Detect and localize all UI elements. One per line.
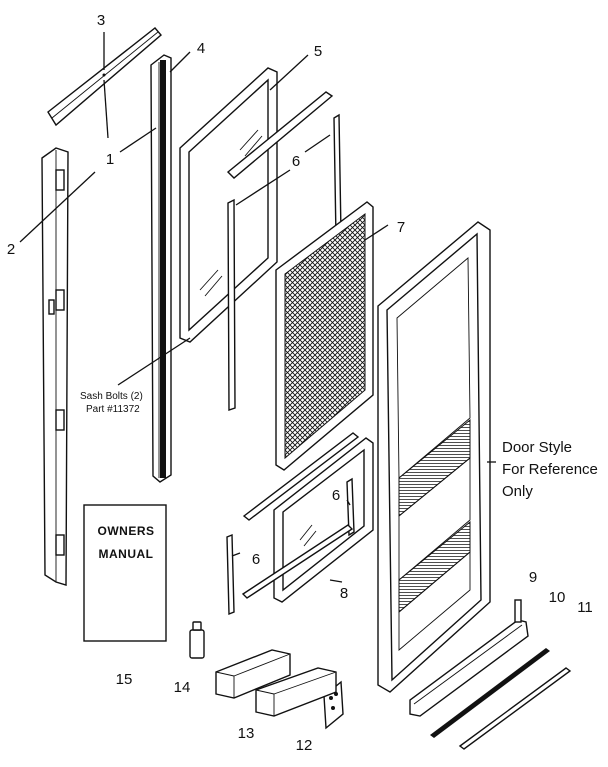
door-note-line1: Door Style — [502, 439, 572, 456]
callout-1: 1 — [106, 151, 114, 168]
leader-lines — [19, 32, 496, 583]
part-13-boxes — [215, 649, 337, 717]
callout-11: 11 — [577, 599, 593, 616]
door-note-line3: Only — [502, 483, 533, 500]
part-7-screen-panel — [275, 201, 374, 471]
door-note-line2: For Reference — [502, 461, 598, 478]
part-15-owners-manual: OWNERS MANUAL — [83, 504, 167, 642]
callout-3: 3 — [97, 12, 105, 29]
callout-10: 10 — [549, 589, 566, 606]
door-style-note: Door Style For Reference Only — [502, 439, 598, 500]
sash-bolts-note: Sash Bolts (2) Part #11372 — [80, 391, 143, 415]
callout-7: 7 — [397, 219, 405, 236]
callout-12: 12 — [296, 737, 313, 754]
part-3-header — [47, 27, 162, 127]
part-2-hinge-rail — [41, 147, 69, 586]
callout-15: 15 — [116, 671, 133, 688]
callout-9: 9 — [529, 569, 537, 586]
callout-8: 8 — [340, 585, 348, 602]
callout-6-lower-right: 6 — [332, 487, 340, 504]
callout-4: 4 — [197, 40, 205, 57]
callout-6-upper-right: 6 — [292, 153, 300, 170]
part-9-sweep — [409, 599, 529, 717]
callout-6-lower-left: 6 — [252, 551, 260, 568]
callout-13: 13 — [238, 725, 255, 742]
sash-note-line2: Part #11372 — [86, 404, 140, 415]
sash-note-line1: Sash Bolts (2) — [80, 391, 143, 402]
manual-title-line2: MANUAL — [99, 547, 154, 561]
part-10-strip — [430, 648, 550, 738]
callout-2: 2 — [7, 241, 15, 258]
manual-title-line1: OWNERS — [98, 524, 155, 538]
part-11-strip — [458, 667, 572, 750]
part-6-glazing-strips-lower — [226, 432, 360, 616]
callout-5: 5 — [314, 43, 322, 60]
part-14-spray-can — [189, 621, 205, 659]
part-4-vertical-bar — [150, 54, 172, 483]
reference-door — [377, 221, 491, 693]
callout-14: 14 — [174, 679, 191, 696]
callout-labels: 1 2 3 4 5 6 6 6 6 7 8 9 10 11 12 13 14 1… — [7, 12, 593, 754]
